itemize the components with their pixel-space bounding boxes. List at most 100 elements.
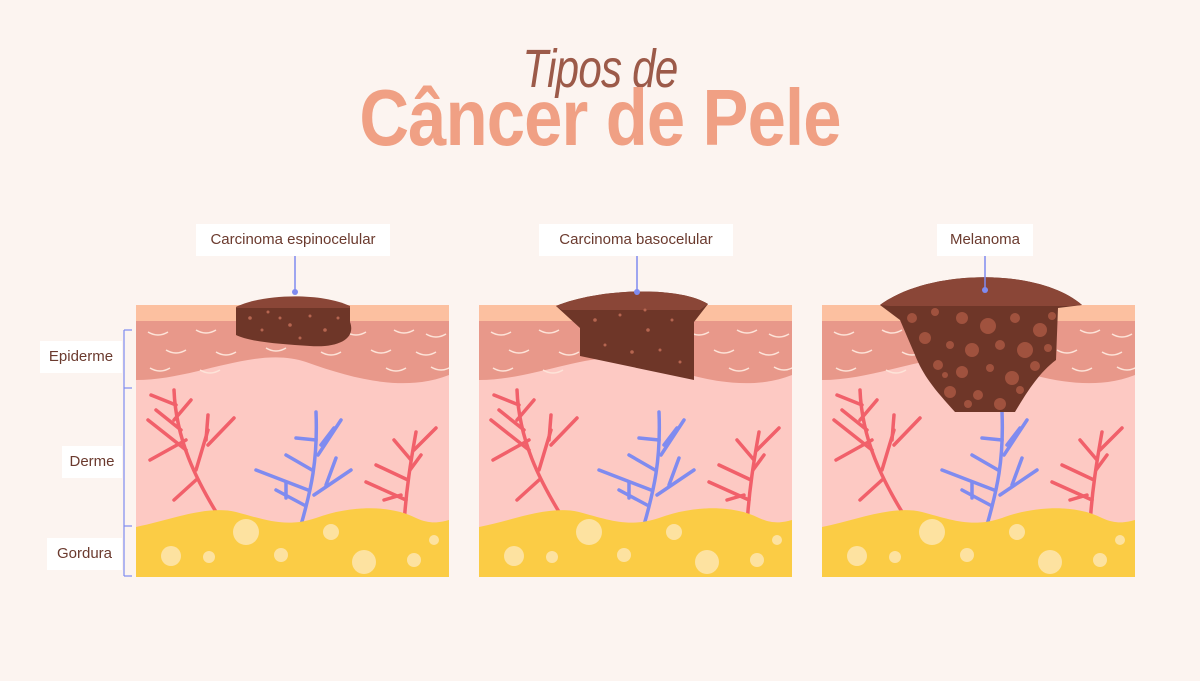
artery xyxy=(1060,463,1096,482)
fat-cell xyxy=(1038,550,1062,574)
artery xyxy=(735,438,756,462)
artery xyxy=(204,413,210,442)
label-epidermis: Epiderme xyxy=(40,341,122,373)
lesion-dot xyxy=(1033,323,1047,337)
vein xyxy=(627,453,657,472)
fat-cell xyxy=(576,519,602,545)
lesion-dot xyxy=(678,360,682,364)
fat-cell xyxy=(546,551,558,563)
artery xyxy=(835,393,864,407)
epidermis-texture xyxy=(1079,329,1101,334)
epidermis-texture xyxy=(1071,367,1093,372)
lesion-dot xyxy=(942,372,948,378)
lesion-dot xyxy=(944,386,956,398)
epidermis-texture xyxy=(490,331,512,336)
vein xyxy=(667,456,681,487)
artery xyxy=(1094,453,1109,472)
artery xyxy=(725,493,746,502)
callout-pin xyxy=(982,287,988,293)
artery xyxy=(840,408,869,432)
epidermis-layer xyxy=(136,321,449,384)
epidermis-texture xyxy=(385,367,407,372)
lesion-melanoma xyxy=(880,277,1082,412)
epidermis-texture xyxy=(773,366,792,371)
lesion-dot xyxy=(964,400,972,408)
epidermis-texture xyxy=(147,331,169,336)
lesion-body xyxy=(556,291,708,380)
vein xyxy=(1010,456,1024,487)
epidermis-texture xyxy=(538,329,560,334)
epidermis-texture xyxy=(415,351,437,356)
epidermis-texture xyxy=(370,349,392,354)
fat-cell xyxy=(504,546,524,566)
lesion-top xyxy=(236,296,350,308)
epidermis-texture xyxy=(736,329,758,334)
vein xyxy=(299,410,319,527)
callout-pin xyxy=(634,289,640,295)
lesion-dot xyxy=(266,310,270,314)
callout-squamous: Carcinoma espinocelular xyxy=(196,224,390,256)
vein xyxy=(316,418,343,457)
vein xyxy=(1005,426,1022,447)
title-line-2: Câncer de Pele xyxy=(359,73,841,162)
callout-basal: Carcinoma basocelular xyxy=(539,224,733,256)
artery xyxy=(492,393,521,407)
vein xyxy=(284,453,314,472)
title-line-1: Tipos de xyxy=(522,39,679,99)
fat-cell xyxy=(919,519,945,545)
artery xyxy=(172,398,193,422)
fat-cell xyxy=(274,548,288,562)
epidermis-texture xyxy=(881,329,903,334)
fat-cell xyxy=(750,553,764,567)
vein xyxy=(662,426,679,447)
epidermis-texture xyxy=(1101,351,1123,356)
artery xyxy=(892,416,922,447)
lesion-dot xyxy=(956,366,968,378)
epidermis-texture xyxy=(713,349,735,354)
lesion-dot xyxy=(278,316,282,320)
lesion-dot xyxy=(1010,313,1020,323)
epidermis-texture xyxy=(492,367,514,372)
epidermis-texture xyxy=(265,347,287,352)
epidermis-texture xyxy=(430,366,449,371)
fat-cell xyxy=(233,519,259,545)
skin-layers xyxy=(479,305,792,577)
lesion-dot xyxy=(995,340,1005,350)
lesion-dot xyxy=(946,341,954,349)
epidermis-texture xyxy=(165,349,187,354)
epidermis-texture xyxy=(320,351,342,356)
lesion-dot xyxy=(994,398,1006,410)
lesion-dot xyxy=(907,313,917,323)
fat-cell xyxy=(695,550,719,574)
artery xyxy=(1098,426,1124,452)
artery xyxy=(890,413,896,442)
fat-cell xyxy=(1115,535,1125,545)
artery xyxy=(858,478,884,502)
epidermis-texture xyxy=(885,369,907,374)
vein xyxy=(617,488,649,507)
artery xyxy=(412,426,438,452)
lesion-dot xyxy=(1016,386,1024,394)
epidermis-texture xyxy=(1116,366,1135,371)
epidermis-texture xyxy=(1111,333,1133,338)
vein xyxy=(985,410,1005,527)
fat-cell xyxy=(203,551,215,563)
epidermis-texture xyxy=(215,351,237,356)
lesion-basal xyxy=(556,291,708,380)
label-dermis: Derme xyxy=(62,446,122,478)
label-fat: Gordura xyxy=(47,538,122,570)
fat-cell xyxy=(889,551,901,563)
epidermis-texture xyxy=(508,349,530,354)
artery xyxy=(515,478,541,502)
lesion-dot xyxy=(956,312,968,324)
lesion-dot xyxy=(643,308,647,312)
vein xyxy=(637,436,661,442)
lesion-dot xyxy=(1044,344,1052,352)
lesion-dot xyxy=(630,350,634,354)
lesion-dot xyxy=(919,332,931,344)
artery xyxy=(154,408,183,432)
lesion-dot xyxy=(965,343,979,357)
lesion-dot xyxy=(670,318,674,322)
